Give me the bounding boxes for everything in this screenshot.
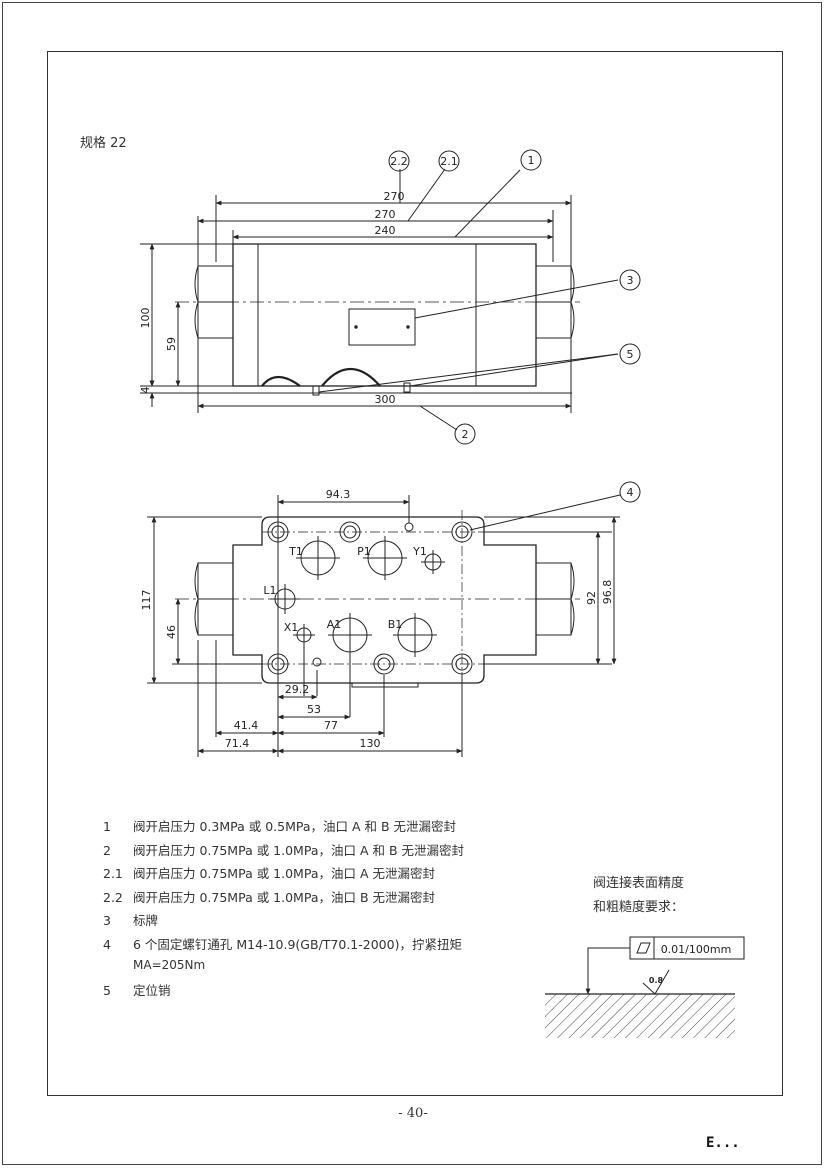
- legend-text: 阀开启压力 0.75MPa 或 1.0MPa，油口 A 和 B 无泄漏密封: [133, 842, 464, 858]
- dim-300-label: 300: [375, 393, 396, 406]
- dim-240-label: 240: [375, 224, 396, 237]
- legend-number: 2.2: [103, 889, 123, 905]
- dim-117-label: 117: [140, 590, 153, 611]
- legend-item: 2 阀开启压力 0.75MPa 或 1.0MPa，油口 A 和 B 无泄漏密封: [103, 841, 533, 865]
- legend-text: 阀开启压力 0.3MPa 或 0.5MPa，油口 A 和 B 无泄漏密封: [133, 819, 457, 834]
- port-y1-label: Y1: [412, 545, 427, 558]
- dim-270-top-label: 270: [384, 190, 405, 203]
- legend-number: 1: [103, 819, 111, 834]
- callout-3: [619, 269, 641, 291]
- callout-2: [454, 423, 476, 445]
- callout-1: [520, 149, 542, 171]
- top-view: [140, 149, 641, 445]
- legend-list: 1 阀开启压力 0.3MPa 或 0.5MPa，油口 A 和 B 无泄漏密封 2…: [103, 817, 533, 1004]
- dim-100-label: 100: [139, 308, 152, 329]
- callout-2-2: [388, 150, 410, 172]
- port-a1-label: A1: [327, 618, 342, 631]
- bottom-view: [147, 481, 641, 757]
- dim-4-label: 4: [139, 387, 152, 394]
- dim-29-2-label: 29.2: [285, 683, 310, 696]
- legend-number: 5: [103, 982, 111, 998]
- callout-4: [619, 481, 641, 503]
- callout-2-2-label: 2.2: [390, 155, 408, 168]
- roughness-value: 0.8: [649, 976, 664, 985]
- dowel-pin-left: [312, 385, 320, 396]
- legend-item: 4 6 个固定螺钉通孔 M14-10.9(GB/T70.1-2000)，拧紧扭矩…: [103, 935, 533, 981]
- body-outline: [232, 516, 537, 684]
- surface-title-line-2: 和粗糙度要求：: [593, 900, 685, 915]
- port-t1-label: T1: [288, 545, 303, 558]
- dim-94-3-label: 94.3: [326, 488, 351, 501]
- legend-text: 定位销: [133, 982, 171, 998]
- callout-5: [619, 343, 641, 365]
- port-l1-label: L1: [263, 584, 276, 597]
- surface-spec: [545, 936, 745, 1038]
- corner-mark: E...: [706, 1135, 740, 1151]
- legend-item: 1 阀开启压力 0.3MPa 或 0.5MPa，油口 A 和 B 无泄漏密封: [103, 817, 533, 841]
- dim-77-label: 77: [324, 719, 338, 732]
- legend-number: 3: [103, 913, 111, 928]
- callout-1-label: 1: [528, 154, 535, 167]
- valve-body: [232, 243, 537, 387]
- legend-text: 阀开启压力 0.75MPa 或 1.0MPa，油口 B 无泄漏密封: [133, 889, 435, 905]
- surface-title-line-1: 阀连接表面精度: [593, 876, 685, 891]
- dowel-hole-bottom: [312, 657, 322, 667]
- legend-number: 2: [103, 842, 111, 858]
- bottom-cap-left: [261, 375, 301, 387]
- dim-96-8-label: 96.8: [601, 580, 614, 605]
- port-x1-label: X1: [284, 621, 299, 634]
- dowel-hole-top: [404, 522, 414, 532]
- legend-text: 阀开启压力 0.75MPa 或 1.0MPa，油口 A 无泄漏密封: [133, 866, 435, 881]
- dim-71-4-label: 71.4: [225, 737, 250, 750]
- nameplate: [348, 308, 416, 346]
- callout-3-label: 3: [627, 274, 634, 287]
- dim-130-label: 130: [360, 737, 381, 750]
- legend-text: 6 个固定螺钉通孔 M14-10.9(GB/T70.1-2000)，拧紧扭矩: [133, 936, 462, 952]
- hatched-surface: [545, 994, 735, 1038]
- legend-number: 4: [103, 936, 111, 952]
- legend-torque: MA=205Nm: [133, 957, 206, 972]
- dim-270-label: 270: [375, 208, 396, 221]
- legend-item: 5 定位销: [103, 981, 533, 1005]
- callout-2-label: 2: [462, 428, 469, 441]
- surface-requirement-title: 阀连接表面精度 和粗糙度要求：: [593, 872, 684, 920]
- dim-41-4-label: 41.4: [234, 719, 259, 732]
- flatness-value: 0.01/100mm: [661, 943, 732, 956]
- dim-59-label: 59: [165, 337, 178, 351]
- spec-title: 规格 22: [80, 136, 127, 151]
- legend-text: 标牌: [133, 913, 159, 928]
- callout-4-label: 4: [627, 486, 634, 499]
- dowel-pin-right: [403, 382, 411, 393]
- dim-92-label: 92: [585, 591, 598, 605]
- callout-5-label: 5: [627, 348, 634, 361]
- port-p1-label: P1: [357, 545, 371, 558]
- legend-number: 2.1: [103, 866, 123, 881]
- dim-46-label: 46: [165, 625, 178, 639]
- legend-item: 3 标牌: [103, 911, 533, 935]
- legend-item: 2.2 阀开启压力 0.75MPa 或 1.0MPa，油口 B 无泄漏密封: [103, 888, 533, 912]
- page-number: - 40-: [398, 1106, 428, 1121]
- legend-item: 2.1 阀开启压力 0.75MPa 或 1.0MPa，油口 A 无泄漏密封: [103, 864, 533, 888]
- drawing-frame: [47, 51, 783, 1096]
- callout-2-1: [438, 150, 460, 172]
- dim-53-label: 53: [307, 703, 321, 716]
- callout-2-1-label: 2.1: [440, 155, 458, 168]
- flatness-icon: [636, 942, 651, 954]
- bottom-cap-center: [321, 368, 381, 387]
- port-b1-label: B1: [388, 618, 403, 631]
